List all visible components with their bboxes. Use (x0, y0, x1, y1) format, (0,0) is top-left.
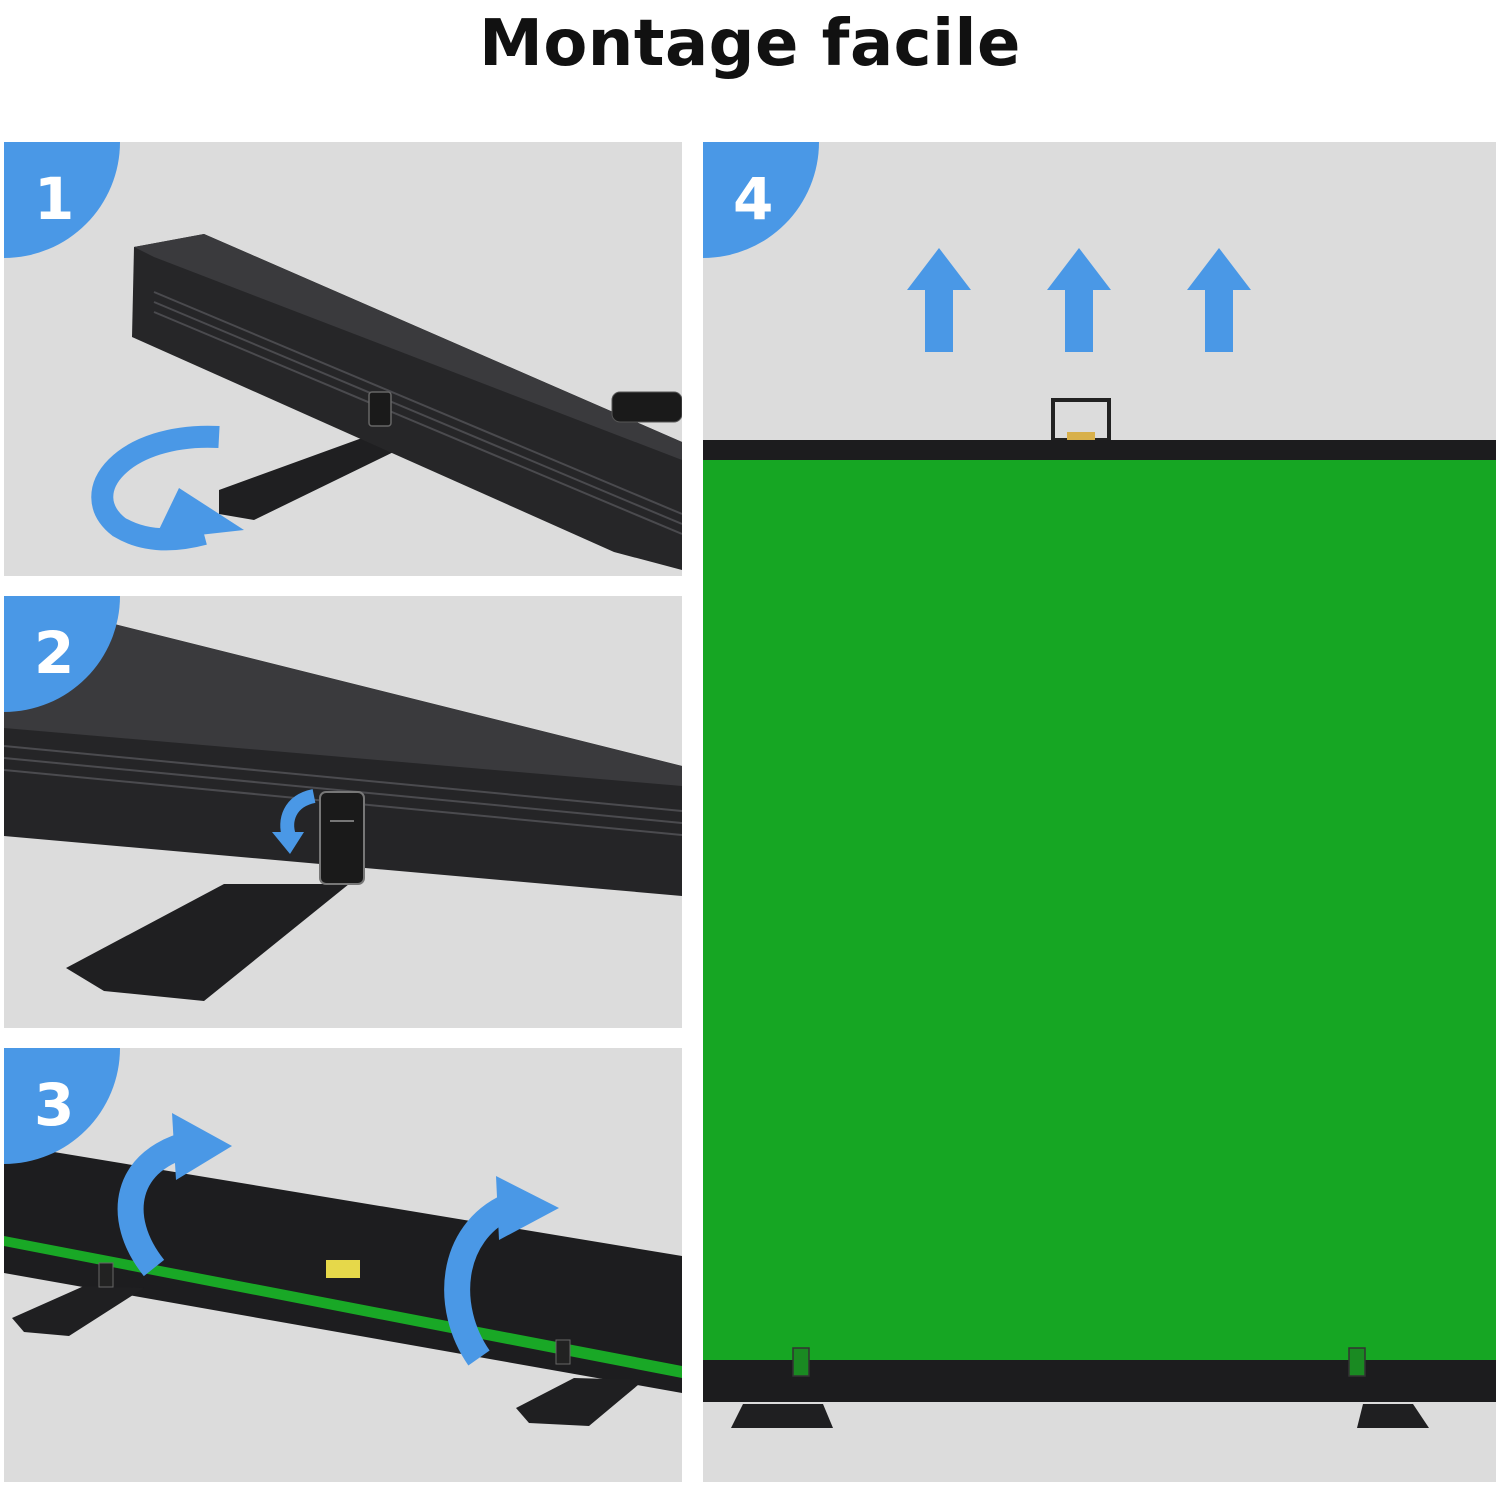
step-1-illustration (91, 234, 682, 570)
stand-foot (66, 884, 349, 1001)
green-screen (703, 460, 1496, 1360)
latch (319, 791, 365, 885)
flip-arrow-icon (444, 1194, 515, 1366)
stand-foot (12, 1286, 144, 1336)
roller-tube (132, 234, 682, 570)
flip-arrow-icon (117, 1130, 198, 1277)
up-arrow-icon (907, 248, 971, 352)
up-arrow-icon (1047, 248, 1111, 352)
step-1-panel: 1 (4, 142, 682, 576)
step-4-panel: 4 (703, 142, 1496, 1482)
step-4-illustration (703, 248, 1496, 1428)
step-2-panel: 2 (4, 596, 682, 1028)
top-bar (703, 440, 1496, 460)
step-1-badge: 1 (4, 142, 120, 258)
step-3-panel: 3 (4, 1048, 682, 1482)
stand-foot (516, 1378, 644, 1426)
latch (368, 391, 392, 427)
yellow-tag (326, 1260, 360, 1278)
rotate-arrow-icon (91, 425, 220, 551)
step-3-illustration (4, 1113, 682, 1426)
step-4-badge: 4 (703, 142, 819, 258)
stand-foot (219, 430, 414, 520)
page-title: Montage facile (479, 7, 1021, 81)
step-2-illustration (4, 624, 682, 1001)
stand-foot (731, 1404, 833, 1428)
bottom-case (703, 1360, 1496, 1402)
stand-foot (1357, 1404, 1429, 1428)
up-arrow-icon (1187, 248, 1251, 352)
